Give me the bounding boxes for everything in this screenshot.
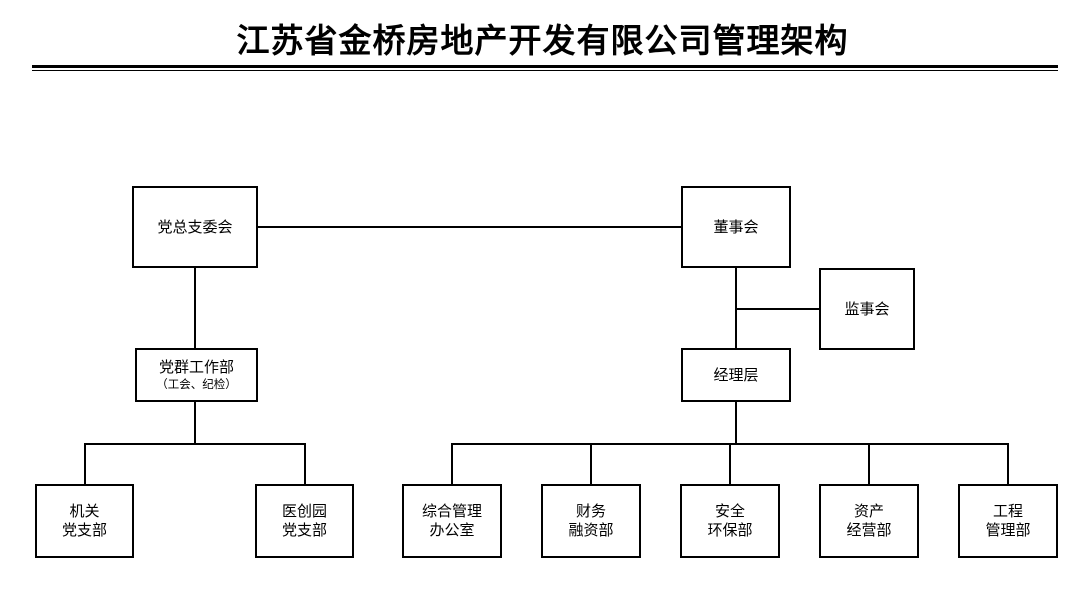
connector-board-to-supervisors: [735, 308, 821, 310]
node-board-of-supervisors[interactable]: 监事会: [819, 268, 915, 350]
node-party-committee[interactable]: 党总支委会: [132, 186, 258, 268]
connector-partywork-bus: [84, 443, 306, 445]
connector-drop-safety-env-dept: [729, 443, 731, 486]
node-organ-party-branch[interactable]: 机关 党支部: [35, 484, 134, 558]
node-management-level-label: 经理层: [713, 365, 759, 384]
connector-drop-finance-dept: [590, 443, 592, 486]
connector-drop-engineering-dept: [1007, 443, 1009, 486]
node-board-of-directors-label: 董事会: [713, 217, 759, 236]
connector-party-to-partywork: [194, 266, 196, 350]
node-finance-dept-label-line2: 融资部: [568, 521, 614, 539]
connector-drop-medpark-branch: [304, 443, 306, 486]
node-engineering-dept-label-line2: 管理部: [985, 521, 1031, 539]
connector-drop-asset-ops-dept: [868, 443, 870, 486]
connector-partywork-stem: [194, 400, 196, 445]
node-finance-dept[interactable]: 财务 融资部: [541, 484, 641, 558]
node-board-of-directors[interactable]: 董事会: [681, 186, 791, 268]
node-safety-env-dept-label-line1: 安全: [714, 502, 745, 521]
node-general-admin-office-label-line2: 办公室: [429, 521, 475, 539]
title-block: 江苏省金桥房地产开发有限公司管理架构: [0, 0, 1085, 80]
node-management-level[interactable]: 经理层: [681, 348, 791, 402]
node-medpark-party-branch-label-line1: 医创园: [281, 502, 327, 521]
connector-drop-organ-branch: [84, 443, 86, 486]
node-general-admin-office[interactable]: 综合管理 办公室: [402, 484, 502, 558]
node-asset-ops-dept[interactable]: 资产 经营部: [819, 484, 919, 558]
connector-management-stem: [735, 400, 737, 445]
node-finance-dept-label-line1: 财务: [575, 502, 606, 521]
node-organ-party-branch-label-line2: 党支部: [61, 521, 107, 539]
node-party-work-dept-label: 党群工作部: [158, 358, 234, 377]
node-safety-env-dept[interactable]: 安全 环保部: [680, 484, 780, 558]
connector-drop-general-admin-office: [451, 443, 453, 486]
title-divider-rule: [32, 65, 1058, 71]
node-engineering-dept-label-line1: 工程: [992, 502, 1023, 521]
node-board-of-supervisors-label: 监事会: [844, 299, 890, 318]
node-organ-party-branch-label-line1: 机关: [69, 502, 100, 521]
node-party-committee-label: 党总支委会: [157, 217, 233, 236]
page-title: 江苏省金桥房地产开发有限公司管理架构: [236, 21, 849, 60]
node-safety-env-dept-label-line2: 环保部: [707, 521, 753, 539]
node-medpark-party-branch[interactable]: 医创园 党支部: [255, 484, 354, 558]
node-party-work-dept-sublabel: （工会、纪检）: [156, 377, 237, 392]
node-engineering-dept[interactable]: 工程 管理部: [958, 484, 1058, 558]
node-party-work-dept[interactable]: 党群工作部 （工会、纪检）: [135, 348, 258, 402]
node-asset-ops-dept-label-line1: 资产: [853, 502, 884, 521]
node-medpark-party-branch-label-line2: 党支部: [281, 521, 327, 539]
connector-party-to-board: [256, 226, 683, 228]
node-general-admin-office-label-line1: 综合管理: [421, 502, 482, 521]
node-asset-ops-dept-label-line2: 经营部: [846, 521, 892, 539]
